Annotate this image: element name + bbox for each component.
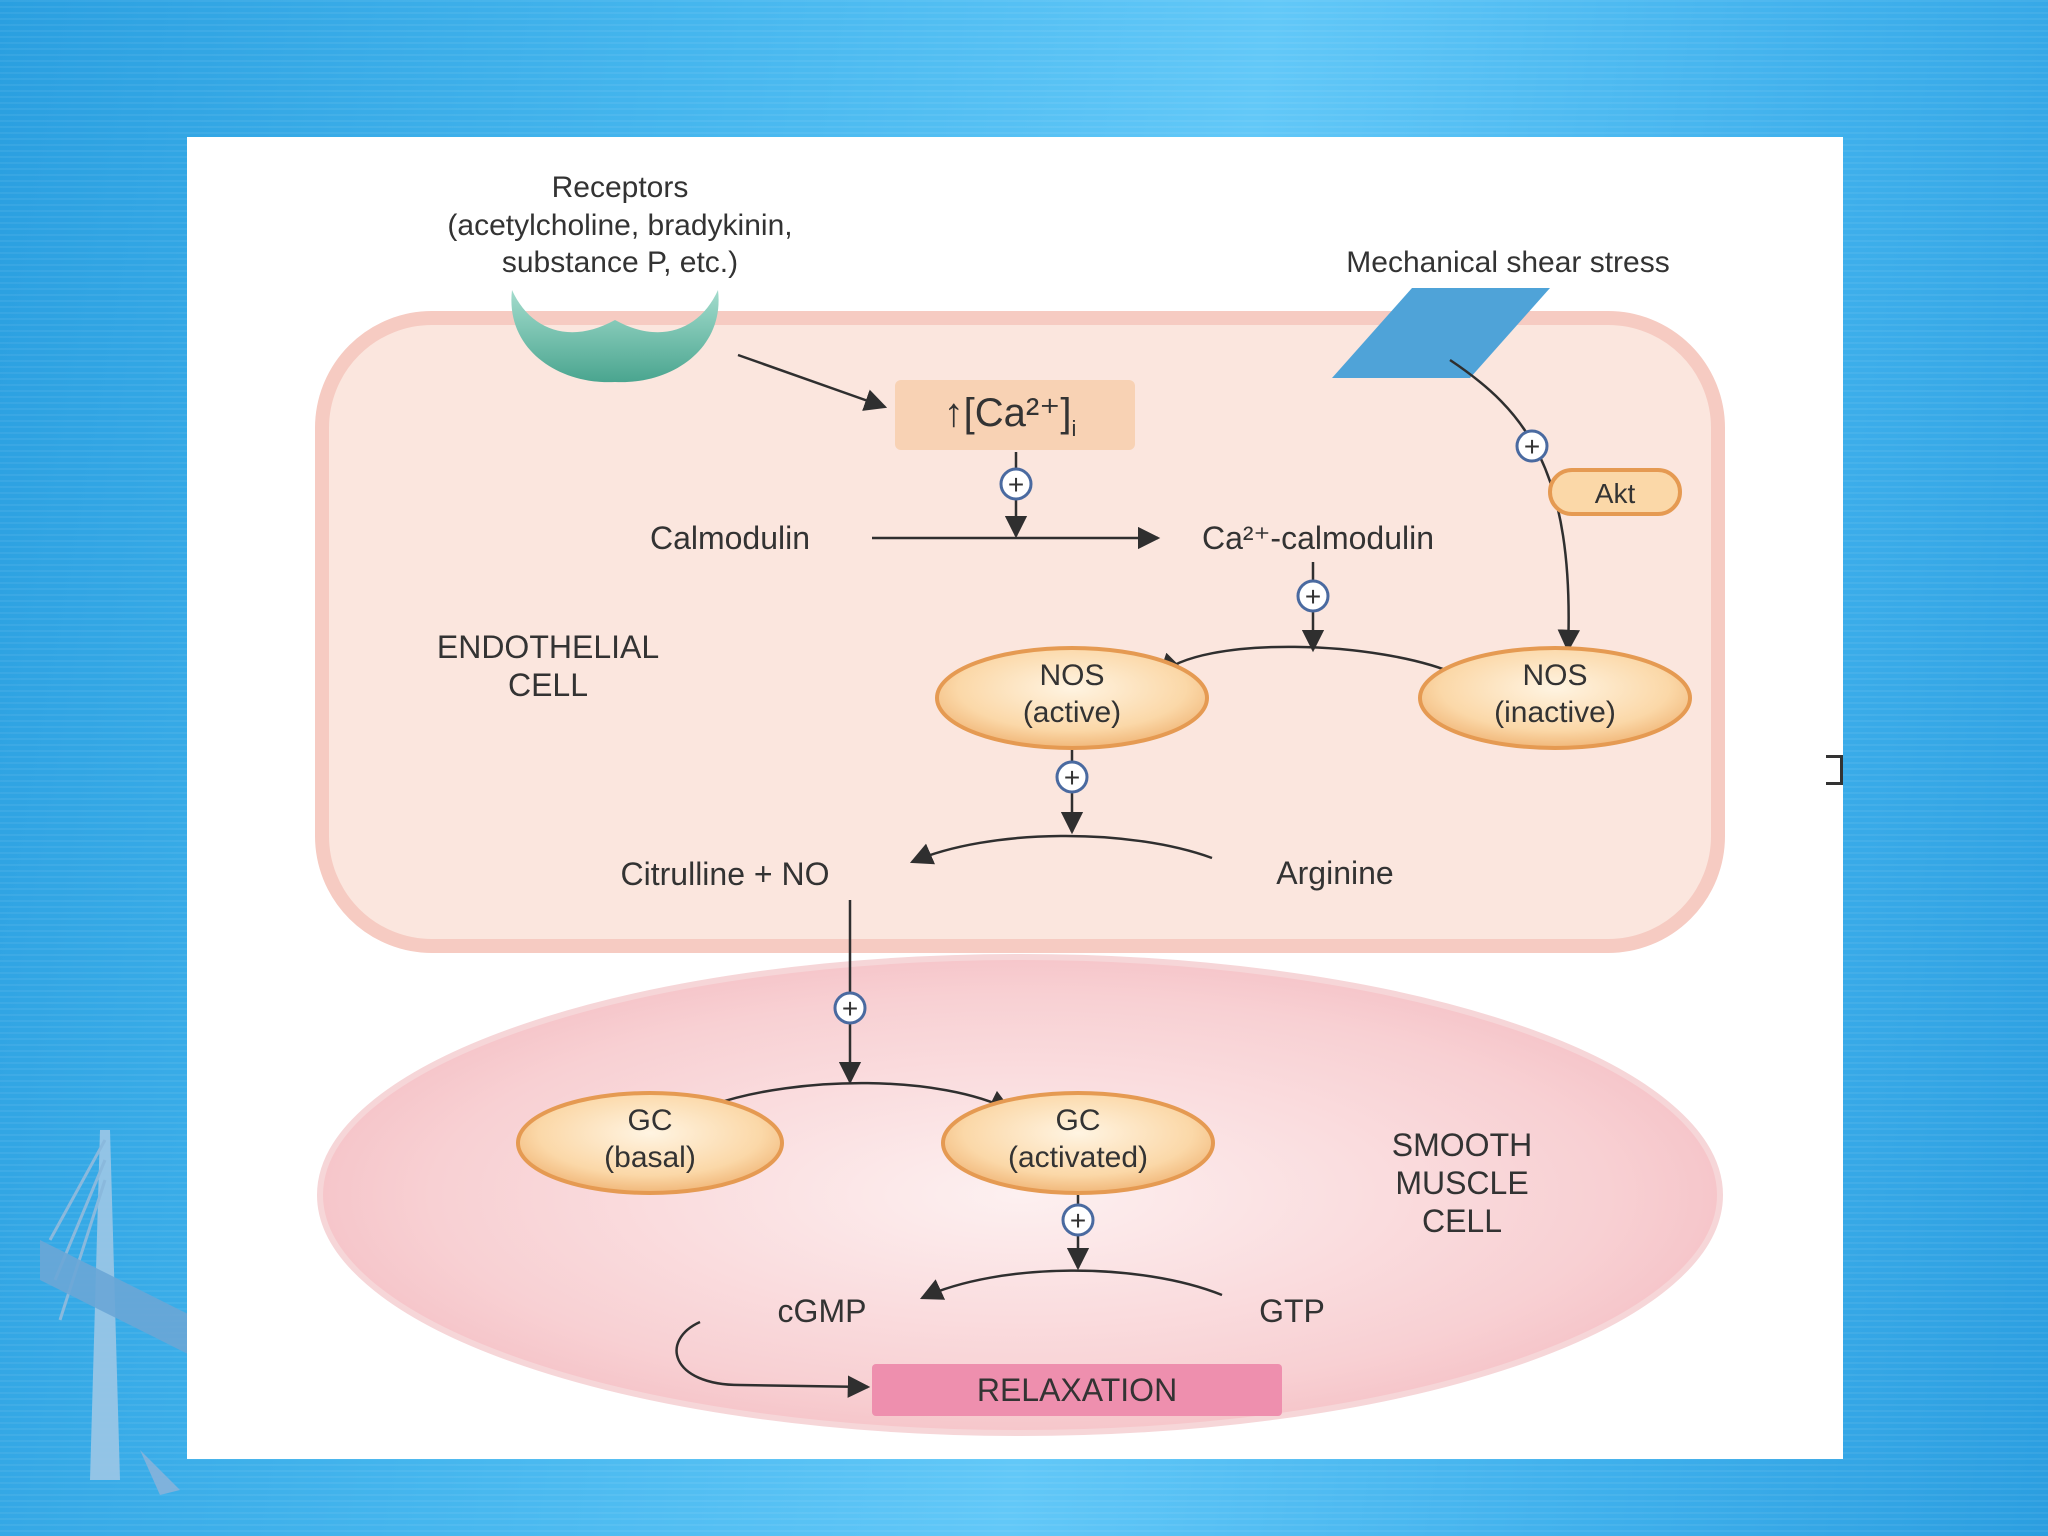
smooth-muscle-label-line-3: CELL <box>1422 1203 1502 1239</box>
plus-icon: + <box>1061 1203 1095 1237</box>
smooth-muscle-cell-membrane <box>317 954 1723 1436</box>
gtp-label: GTP <box>1259 1293 1325 1329</box>
receptors-title: Receptors <box>552 171 689 204</box>
calcium-box <box>895 380 1135 450</box>
endothelial-cell-label-line-2: CELL <box>508 667 588 703</box>
endothelial-cell-membrane <box>315 311 1725 953</box>
nos-active-enzyme <box>935 646 1209 750</box>
nos-active-label-line-2: (active) <box>1023 696 1121 729</box>
relaxation-label: RELAXATION <box>977 1372 1177 1408</box>
smooth-muscle-label-line-2: MUSCLE <box>1395 1165 1528 1201</box>
receptors-list-line-2: substance P, etc.) <box>502 246 738 279</box>
calcium-box-text: ↑[Ca²⁺]i <box>944 391 1077 441</box>
bridge-ornament-icon <box>40 1130 200 1495</box>
plus-icon: + <box>1055 760 1089 794</box>
svg-text:+: + <box>1070 1205 1086 1236</box>
nos-inactive-label-line-1: NOS <box>1522 659 1587 692</box>
gc-basal-label-line-2: (basal) <box>604 1141 696 1174</box>
arrow-cgmp-to-relaxation <box>675 1320 871 1398</box>
gc-activated-label-line-1: GC <box>1056 1104 1101 1137</box>
gc-basal-enzyme <box>516 1091 784 1195</box>
svg-text:+: + <box>1008 469 1024 500</box>
plus-icon: + <box>1296 579 1330 613</box>
arginine-label: Arginine <box>1276 855 1393 891</box>
arrow-gc-basal-to-activated <box>711 1081 1013 1112</box>
endothelial-cell-label-line-1: ENDOTHELIAL <box>437 629 659 665</box>
svg-text:+: + <box>1064 762 1080 793</box>
plus-icon: + <box>833 991 867 1025</box>
gc-activated-label-line-2: (activated) <box>1008 1141 1148 1174</box>
nos-active-label-line-1: NOS <box>1039 659 1104 692</box>
gc-activated-enzyme <box>941 1091 1215 1195</box>
nos-inactive-label-line-2: (inactive) <box>1494 696 1616 729</box>
receptors-list-line-1: (acetylcholine, bradykinin, <box>447 209 792 242</box>
shear-stress-label: Mechanical shear stress <box>1346 246 1669 279</box>
gc-basal-label-line-1: GC <box>628 1104 673 1137</box>
cgmp-label: cGMP <box>778 1293 867 1329</box>
arrow-gtp-to-cgmp <box>919 1269 1223 1300</box>
shear-stress-icon <box>1332 288 1550 378</box>
citrulline-no-label: Citrulline + NO <box>621 856 830 892</box>
smooth-muscle-label-line-1: SMOOTH <box>1392 1127 1532 1163</box>
nos-inactive-enzyme <box>1418 646 1692 750</box>
arrow-nos-inactive-to-active <box>1158 645 1459 677</box>
arrow-receptor-to-calcium <box>737 353 888 411</box>
arrow-arginine-to-citrulline <box>909 834 1213 865</box>
relaxation-box <box>872 1364 1282 1416</box>
ca-calmodulin-label: Ca²⁺-calmodulin <box>1202 520 1434 556</box>
receptor-icon <box>511 290 719 383</box>
panel-edge-marker <box>1826 755 1843 785</box>
svg-text:+: + <box>1524 431 1540 462</box>
plus-icon: + <box>1515 429 1549 463</box>
plus-icon: + <box>999 467 1033 501</box>
akt-label: Akt <box>1595 478 1636 509</box>
svg-text:+: + <box>1305 581 1321 612</box>
akt-box <box>1548 468 1682 516</box>
svg-text:+: + <box>842 993 858 1024</box>
calmodulin-label: Calmodulin <box>650 520 810 556</box>
